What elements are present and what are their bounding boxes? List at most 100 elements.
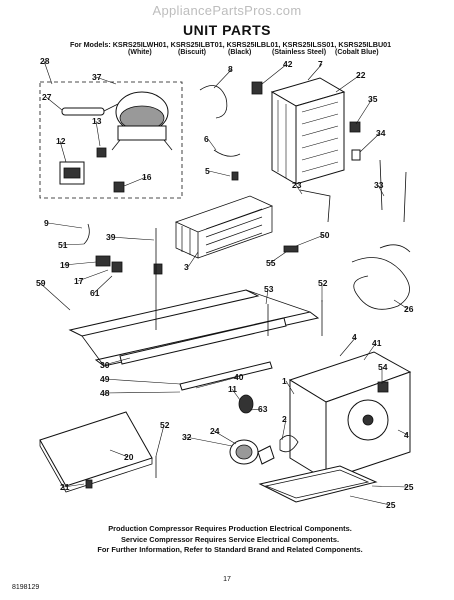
variant-white: (White) [128, 49, 152, 56]
callout-number: 25 [386, 500, 396, 510]
callout-number: 52 [160, 420, 170, 430]
callout-leader [39, 282, 71, 311]
relay-drawing [59, 161, 85, 185]
harness-26 [351, 257, 410, 310]
drain-pan-drawing [258, 465, 378, 503]
callout-number: 42 [283, 59, 293, 69]
callout-number: 37 [92, 72, 102, 82]
rail-48 [179, 361, 273, 391]
callout-leader [59, 140, 67, 163]
callout-number: 41 [372, 338, 382, 348]
callout-leader [265, 288, 269, 305]
callout-number: 7 [318, 59, 323, 69]
callout-number: 16 [142, 172, 152, 182]
evaporator-drawing [270, 77, 346, 185]
callout-number: 23 [292, 180, 302, 190]
callout-number: 34 [376, 128, 386, 138]
fan-housing-drawing [288, 351, 412, 481]
callout-number: 5 [205, 166, 210, 176]
variant-cobalt: (Cobalt Blue) [335, 49, 379, 56]
callout-leader [95, 76, 117, 85]
callout-number: 50 [320, 230, 330, 240]
condenser-coil-drawing [174, 195, 274, 259]
callout-number: 19 [60, 260, 70, 270]
callout-leader [103, 357, 131, 366]
callout-leader [185, 436, 233, 447]
callout-leader [213, 430, 237, 445]
callout-number: 12 [56, 136, 66, 146]
callout-leader [103, 378, 181, 385]
callout-number: 22 [356, 70, 366, 80]
note-service: Service Compressor Requires Service Elec… [120, 534, 340, 544]
callout-leader [261, 63, 288, 85]
callout-number: 3 [184, 262, 189, 272]
callout-number: 55 [266, 258, 276, 268]
part-39 [153, 263, 163, 275]
callout-number: 24 [210, 426, 220, 436]
callout-leader [269, 251, 287, 264]
callout-number: 2 [282, 414, 287, 424]
variant-biscuit: (Biscuit) [178, 49, 206, 56]
callout-number: 35 [368, 94, 378, 104]
note-production: Production Compressor Requires Productio… [108, 524, 352, 533]
callout-number: 13 [92, 116, 102, 126]
callout-number: 32 [182, 432, 192, 442]
callout-leader [77, 269, 109, 282]
callout-number: 53 [264, 284, 274, 294]
callout-number: 30 [100, 360, 110, 370]
part-17 [111, 261, 123, 273]
part-34 [351, 149, 361, 161]
clip-drawing [96, 147, 107, 158]
callout-leader [281, 418, 287, 441]
variant-stainless: (Stainless Steel) [272, 49, 327, 56]
callout-number: 39 [106, 232, 116, 242]
clip-5 [231, 171, 239, 181]
callout-leader [363, 342, 377, 361]
callout-number: 25 [404, 482, 414, 492]
part-9 [83, 223, 90, 245]
callout-number: 59 [36, 278, 46, 288]
callout-leader [349, 495, 391, 506]
callout-leader [123, 176, 147, 187]
bracket-23 [299, 189, 331, 223]
callout-leader [61, 243, 85, 246]
compressor-drawing [111, 91, 173, 151]
callout-leader [377, 184, 385, 197]
callout-number: 40 [234, 372, 244, 382]
callout-number: 63 [258, 404, 268, 414]
callout-leader [295, 184, 303, 195]
callout-number: 11 [228, 384, 237, 394]
variant-black: (Black) [228, 49, 252, 56]
callout-number: 49 [100, 374, 110, 384]
callout-leader [195, 376, 239, 389]
callout-leader [285, 380, 295, 395]
notes-block: Production Compressor Requires Productio… [30, 524, 430, 556]
watermark: AppliancePartsPros.com [152, 3, 302, 18]
callout-number: 27 [42, 92, 52, 102]
callout-leader [371, 485, 409, 488]
callout-number: 1 [282, 376, 287, 386]
callout-leader [231, 388, 241, 401]
callout-leader [307, 63, 323, 81]
part-11 [238, 394, 254, 414]
callout-number: 28 [40, 56, 50, 66]
part-35 [349, 121, 361, 133]
fan-blade-1 [279, 435, 299, 453]
screw-21 [85, 479, 93, 489]
thermistor-drawing [61, 103, 119, 116]
document-number: 8198129 [12, 584, 40, 591]
callout-leader [43, 60, 53, 85]
callout-leader [109, 449, 129, 458]
callout-leader [249, 408, 263, 411]
callout-leader [393, 299, 409, 310]
base-frame-drawing [68, 289, 320, 367]
callout-number: 4 [352, 332, 357, 342]
callout-number: 21 [60, 482, 70, 492]
models-line: For Models: KSRS25ILWH01, KSRS25ILBT01, … [70, 40, 392, 49]
callout-number: 48 [100, 388, 110, 398]
callout-leader [187, 251, 199, 268]
tube-8 [199, 85, 228, 119]
